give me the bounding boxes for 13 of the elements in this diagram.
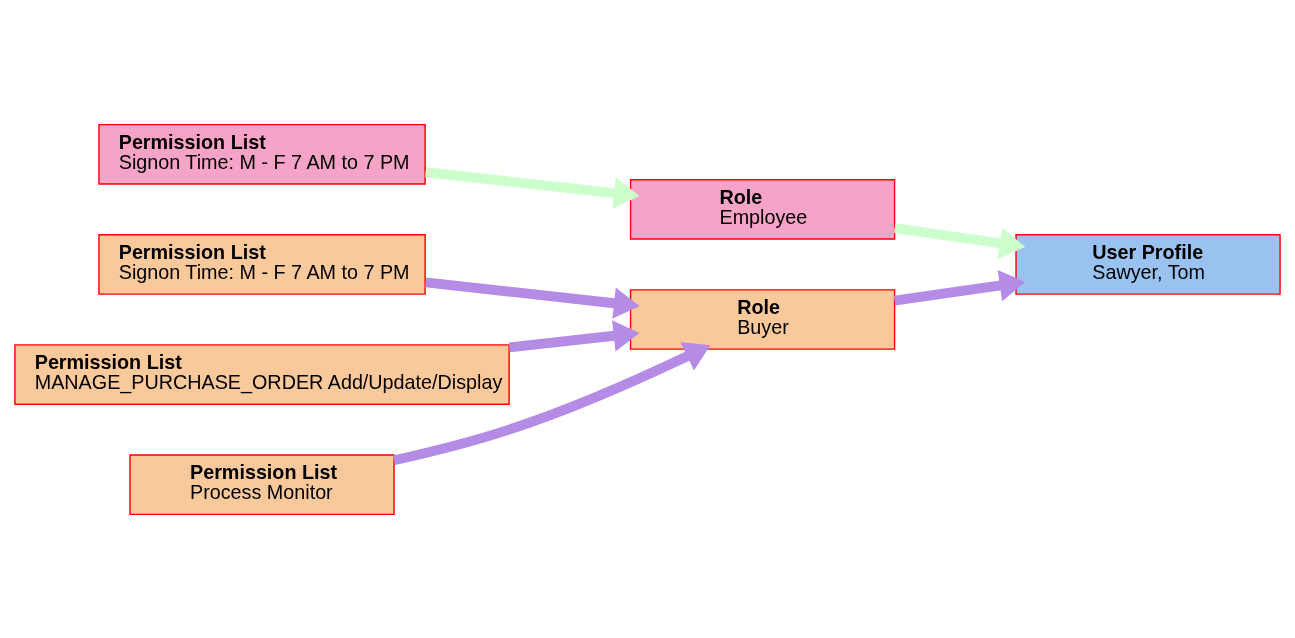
node-box: Permission List MANAGE_PURCHASE_ORDER Add/Update/Display: [14, 343, 510, 405]
arrow: [893, 269, 1026, 306]
arrow: [393, 341, 711, 465]
node-box: Role Employee: [629, 178, 896, 240]
node-box: Permission List Signon Time: M - F 7 AM to 7 PM: [98, 123, 426, 185]
arrow: [425, 277, 640, 319]
arrow: [425, 166, 640, 209]
arrow: [893, 222, 1026, 259]
node-box: User Profile Sawyer, Tom: [1015, 233, 1281, 295]
node-box: Permission List Process Monitor: [129, 453, 395, 515]
node-box: Permission List Signon Time: M - F 7 AM to 7 PM: [98, 233, 426, 295]
node-box: Role Buyer: [629, 288, 896, 350]
arrow: [508, 319, 640, 352]
